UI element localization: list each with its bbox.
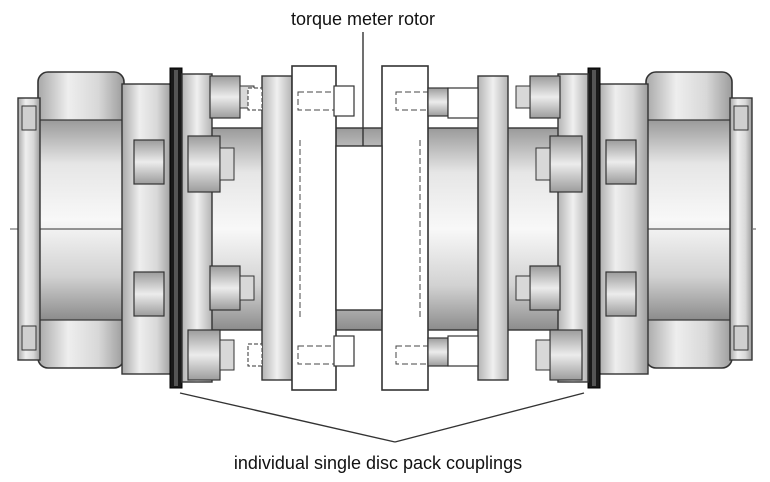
torque-meter-rotor	[247, 65, 479, 391]
left-bolt-lower	[209, 265, 241, 311]
right-bolt-bottom	[549, 329, 583, 381]
rotor-left-plate	[291, 65, 337, 391]
disc-pack-couplings-label: individual single disc pack couplings	[234, 453, 522, 473]
rotor-hub	[335, 145, 383, 311]
left-coupling	[17, 67, 293, 389]
left-hub-bore-ring	[17, 97, 41, 361]
right-flange-plate	[477, 75, 509, 381]
left-bolt-upper	[187, 135, 221, 193]
right-bolt-lower	[529, 265, 561, 311]
right-hub	[597, 83, 649, 375]
bottom-leader-right	[394, 392, 585, 443]
left-hub	[121, 83, 173, 375]
rotor-right-plate	[381, 65, 429, 391]
right-coupling	[477, 67, 753, 389]
right-bolt-upper	[549, 135, 583, 193]
left-bolt-bottom	[187, 329, 221, 381]
bottom-leader-left	[179, 392, 396, 443]
torque-meter-rotor-label: torque meter rotor	[291, 9, 435, 29]
right-bolt-top	[529, 75, 561, 119]
right-hub-bore-ring	[729, 97, 753, 361]
left-bolt-top	[209, 75, 241, 119]
left-flange-plate	[261, 75, 293, 381]
